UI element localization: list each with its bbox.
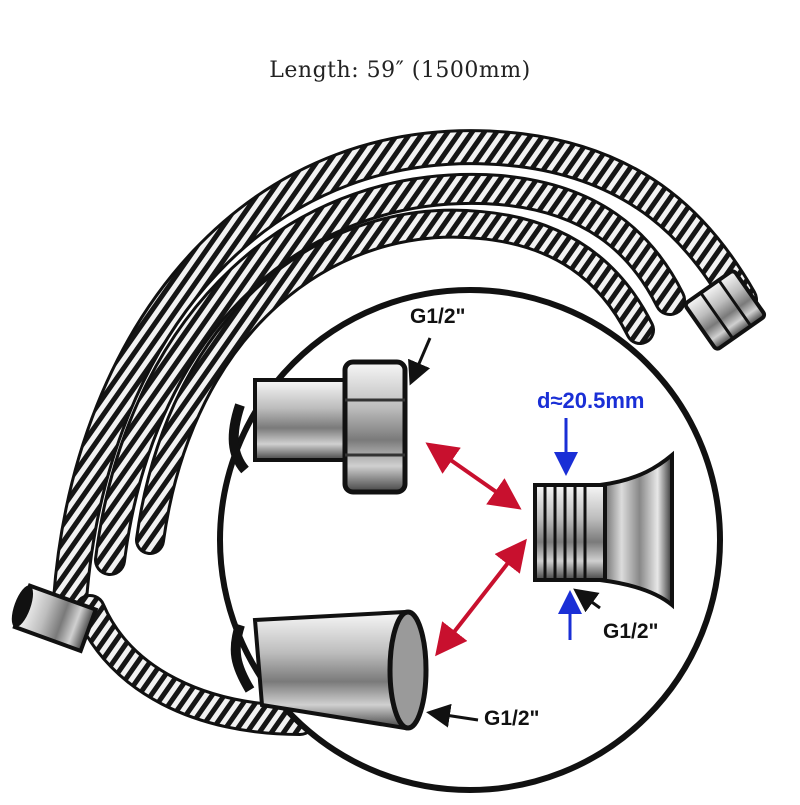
length-title: Length: 59″ (1500mm) xyxy=(269,58,531,83)
hose-coil-icon xyxy=(52,129,758,736)
threaded-connector-icon xyxy=(533,450,674,610)
red-arrow-lower xyxy=(435,538,527,657)
cone-thread-label: G1/2" xyxy=(484,707,540,730)
hex-nut-icon xyxy=(683,269,767,351)
detail-cone-end xyxy=(230,609,429,731)
diameter-label: d≈20.5mm xyxy=(537,388,645,413)
red-arrow-upper xyxy=(425,442,522,510)
nut-thread-label: G1/2" xyxy=(410,305,466,328)
hex-nut-icon xyxy=(342,359,408,495)
pointer-cone xyxy=(426,703,479,728)
cone-fitting-icon xyxy=(11,583,99,654)
detail-nut-end xyxy=(228,359,408,495)
pointer-connector xyxy=(573,588,601,613)
connector-thread-label: G1/2" xyxy=(603,620,659,643)
pointer-nut xyxy=(408,337,432,386)
